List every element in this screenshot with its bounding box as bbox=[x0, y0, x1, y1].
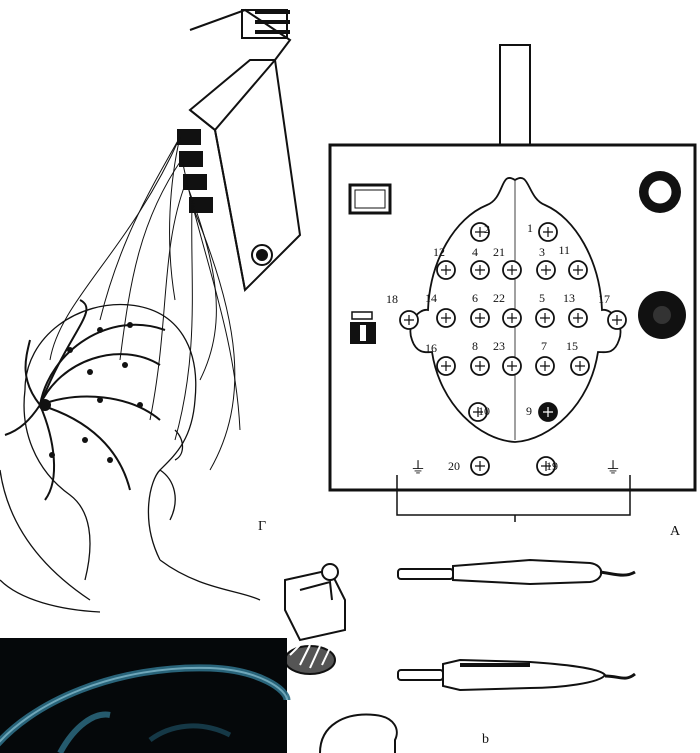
amplifier-box bbox=[178, 60, 300, 290]
knob-middle bbox=[638, 291, 686, 339]
electrode-number: 2 bbox=[484, 222, 490, 236]
ground-symbol-left: ⏚ bbox=[410, 459, 426, 477]
board-window bbox=[350, 185, 390, 213]
probe-1 bbox=[398, 560, 635, 584]
electrode-number: 3 bbox=[539, 245, 545, 259]
electrode-number: 15 bbox=[566, 339, 578, 353]
electrode-number: 7 bbox=[541, 339, 547, 353]
subject-head bbox=[0, 305, 260, 612]
electrode-clip bbox=[285, 564, 345, 674]
electrode-number: 13 bbox=[563, 291, 575, 305]
electrode-number: 16 bbox=[425, 341, 437, 355]
electrode-number: 14 bbox=[425, 291, 437, 305]
electrode-number: 1 bbox=[527, 221, 533, 235]
panel-label-b: b bbox=[482, 732, 489, 747]
panel-label-g: Г bbox=[258, 519, 266, 534]
electrode-number: 6 bbox=[472, 291, 478, 305]
electrode-number: 22 bbox=[493, 291, 505, 305]
electrode-number: 10 bbox=[478, 404, 490, 418]
panel-label-a: A bbox=[670, 524, 681, 539]
electrode-cables bbox=[50, 137, 240, 470]
probe-illustrations: b bbox=[285, 560, 635, 753]
electrode-number: 23 bbox=[493, 339, 505, 353]
clip-3-partial bbox=[320, 715, 397, 753]
electrode-number: 18 bbox=[386, 292, 398, 306]
cap-straps bbox=[5, 300, 165, 500]
electrode-number: 8 bbox=[472, 339, 478, 353]
knob-top bbox=[639, 171, 681, 213]
electrode-number: 4 bbox=[472, 245, 478, 259]
electrode-number: 21 bbox=[493, 245, 505, 259]
board-stem bbox=[500, 45, 530, 145]
electrode-number: 9 bbox=[526, 404, 532, 418]
electrode-2: 2 bbox=[471, 222, 490, 241]
electrode-number: 17 bbox=[598, 292, 610, 306]
probe-2 bbox=[398, 660, 635, 690]
ground-symbol-right: ⏚ bbox=[605, 459, 621, 477]
electrode-number: 19 bbox=[546, 459, 558, 473]
electrode-number: 12 bbox=[433, 245, 445, 259]
electrode-board: 1234567891011121314151617181920212223 ⏚ … bbox=[330, 45, 695, 539]
electrode-number: 5 bbox=[539, 291, 545, 305]
electrode-number: 20 bbox=[448, 459, 460, 473]
cap-illustration: Г bbox=[0, 10, 300, 612]
electrode-19: 19 bbox=[537, 457, 558, 475]
photo-inset bbox=[0, 638, 287, 753]
electrode-number: 11 bbox=[558, 243, 570, 257]
